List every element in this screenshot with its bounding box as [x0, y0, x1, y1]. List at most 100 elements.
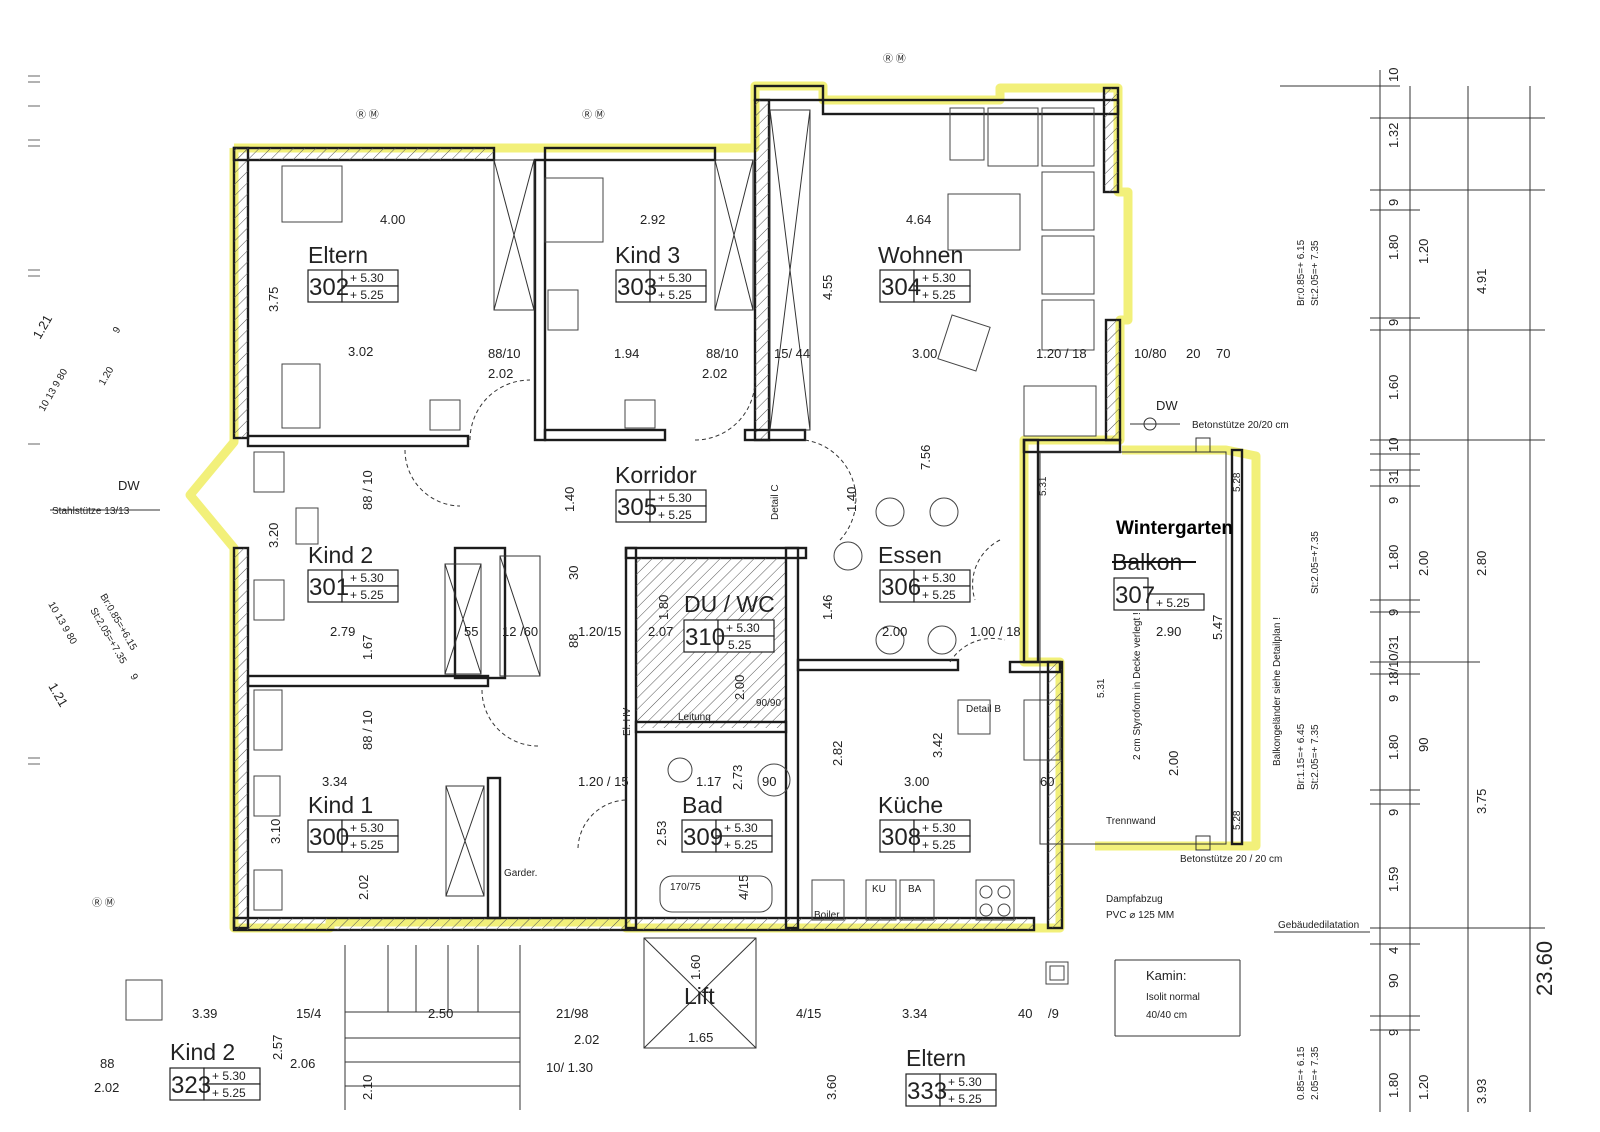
plan-label-notes-boiler: Boiler — [814, 910, 840, 921]
plan-label-rooms-r303-name: Kind 3 — [615, 242, 680, 268]
plan-label-rooms-r308-number: 308 — [881, 824, 921, 851]
plan-label-total: 23.60 — [1532, 941, 1557, 996]
plan-label-notes-ba: BA — [908, 884, 922, 895]
plan-label-rooms-r303-level_b: + 5.25 — [658, 288, 692, 302]
annotations: Br:0.85=+ 6.15 St:2.05=+ 7.35 St:2.05=+7… — [30, 53, 1360, 1100]
plan-label-notes-trenn: Trennwand — [1106, 816, 1156, 827]
plan-label-rooms-r323-number: 323 — [171, 1072, 211, 1099]
plan-label-dims-d_334: 3.34 — [322, 774, 347, 789]
plan-label-notes-kamin_1: Isolit normal — [1146, 992, 1200, 1003]
plan-label-notes-garder: Garder. — [504, 868, 537, 879]
plan-label-dims-d_200c: 2.00 — [732, 675, 747, 700]
room-301: Kind 2 301+ 5.30+ 5.25 — [307, 542, 399, 603]
plan-label-rooms-r306-level_a: + 5.30 — [922, 571, 956, 585]
plan-label-dims-d_90: 90 — [762, 774, 776, 789]
plan-label-notes-diag_a3: 1.20 — [97, 365, 116, 388]
plan-label-notes-diag_a4: 9 — [111, 325, 124, 336]
plan-label-dims-d_146: 1.46 — [820, 595, 835, 620]
plan-label-rooms-r300-level_a: + 5.30 — [350, 821, 384, 835]
plan-label-notes-ku: KU — [872, 884, 886, 895]
plan-label-notes-st4: 2.05=+ 7.35 — [1310, 1046, 1321, 1100]
plan-label-dims-d_88c: 88 — [566, 634, 581, 648]
plan-label-rooms-r323-level_b: + 5.25 — [212, 1086, 246, 1100]
plan-label-notes-st1: St:2.05=+ 7.35 — [1310, 240, 1321, 306]
plan-label-rooms-r302-name: Eltern — [308, 242, 368, 268]
plan-label-dims-d_120_15: 1.20/15 — [578, 624, 621, 639]
plan-label-dims-d_310: 3.10 — [268, 819, 283, 844]
plan-label-rooms-r333-name: Eltern — [906, 1045, 966, 1071]
plan-label-rooms-lift-name: Lift — [684, 983, 715, 1009]
plan-label-right_dims-11: 18/10/31 — [1386, 635, 1401, 686]
plan-label-right_dims-2: 9 — [1386, 199, 1401, 206]
plan-label-notes-rm: Ⓡ Ⓜ — [883, 53, 906, 65]
plan-label-rooms-r333-level_a: + 5.30 — [948, 1075, 982, 1089]
plan-label-rooms-r310-name: DU / WC — [684, 591, 775, 617]
plan-label-rooms-r304-name: Wohnen — [878, 242, 963, 268]
plan-label-dims-d_292: 2.92 — [640, 212, 665, 227]
plan-label-rooms-r309-name: Bad — [682, 792, 723, 818]
plan-label-dims-d_40: 40 — [1018, 1006, 1032, 1021]
plan-label-dims-d_8810b: 88/10 — [706, 346, 739, 361]
plan-label-dims-d_202b: 2.02 — [702, 366, 727, 381]
plan-label-dims-d_339: 3.39 — [192, 1006, 217, 1021]
lift: Lift 1.65 1.60 — [684, 955, 715, 1045]
plan-label-notes-n5_31b: 5.31 — [1096, 678, 1107, 698]
plan-label-dims-d_1544: 15/ 44 — [774, 346, 810, 361]
plan-label-rooms-r310-level_a: + 5.30 — [726, 621, 760, 635]
plan-label-notes-elhv: El. HV — [622, 707, 633, 736]
plan-label-notes-br4: 0.85=+ 6.15 — [1296, 1046, 1307, 1100]
plan-label-notes-dw2: DW — [118, 478, 140, 493]
plan-label-rooms-r323-name: Kind 2 — [170, 1039, 235, 1065]
plan-label-right_dims-19: 1.80 — [1386, 1073, 1401, 1098]
plan-label-rooms-r305-number: 305 — [617, 494, 657, 521]
plan-label-rooms-r301-level_a: + 5.30 — [350, 571, 384, 585]
plan-label-notes-diag_a1: 1.21 — [30, 312, 56, 341]
plan-label-dims-d_202e: 2.02 — [94, 1080, 119, 1095]
plan-label-right_dims2-0: 1.20 — [1416, 239, 1431, 264]
plan-label-rooms-r301-level_b: + 5.25 — [350, 588, 384, 602]
plan-label-dims-d_302: 3.02 — [348, 344, 373, 359]
plan-label-dims-d_1945: 1.94 — [614, 346, 639, 361]
plan-label-rooms-r307-name: Wintergarten — [1116, 518, 1233, 539]
dimension-rulers — [50, 70, 1545, 1112]
plan-label-dims-d_200b: 2.00 — [1166, 751, 1181, 776]
plan-label-dims-d_320: 3.20 — [266, 523, 281, 548]
doors — [404, 379, 1006, 849]
plan-label-rooms-r302-level_b: + 5.25 — [350, 288, 384, 302]
room-303: Kind 3 303+ 5.30+ 5.25 — [615, 242, 707, 303]
plan-label-dims-d_60: 60 — [1040, 774, 1054, 789]
room-300: Kind 1 300+ 5.30+ 5.25 — [307, 792, 399, 853]
plan-label-rooms-r308-level_a: + 5.30 — [922, 821, 956, 835]
margin-marks — [28, 75, 40, 765]
plan-label-notes-damp2: PVC ⌀ 125 MM — [1106, 910, 1174, 921]
plan-label-dims-d_1080: 10/80 — [1134, 346, 1167, 361]
plan-label-dims-d_206: 2.06 — [290, 1056, 315, 1071]
plan-label-dims-d_140b: 1.40 — [844, 487, 859, 512]
plan-label-notes-rm: Ⓡ Ⓜ — [356, 109, 379, 121]
room-306: Essen 306+ 5.30+ 5.25 — [878, 542, 971, 603]
plan-label-right_dims-8: 9 — [1386, 497, 1401, 504]
plan-label-right_dims-6: 10 — [1386, 438, 1401, 452]
plan-label-dims-d_756: 7.56 — [918, 445, 933, 470]
room-309: Bad 309+ 5.30+ 5.25 — [681, 792, 773, 853]
room-labels: Eltern 302+ 5.30+ 5.25 Kind 3 303+ 5.30+… — [169, 242, 1233, 1107]
plan-label-dims-d_273: 2.73 — [730, 765, 745, 790]
plan-label-notes-diag_a2: 10 13 9 80 — [37, 367, 70, 414]
plan-label-rooms-r333-number: 333 — [907, 1078, 947, 1105]
walls — [232, 84, 1244, 932]
plan-label-notes-kamin_2: 40/40 cm — [1146, 1010, 1187, 1021]
plan-label-rooms-r310-number: 310 — [685, 624, 725, 651]
plan-label-rooms-r304-number: 304 — [881, 274, 921, 301]
plan-label-dims-d_167: 1.67 — [360, 635, 375, 660]
windows — [444, 109, 811, 1049]
plan-label-rooms-r305-level_a: + 5.30 — [658, 491, 692, 505]
plan-label-right_dims3-3: 3.93 — [1474, 1079, 1489, 1104]
plan-label-right_dims-0: 10 — [1386, 68, 1401, 82]
plan-label-dims-d_154: 15/4 — [296, 1006, 321, 1021]
plan-label-dims-d_20: 20 — [1186, 346, 1200, 361]
plan-label-notes-diag_b4: 9 — [127, 672, 140, 683]
plan-label-dims-d_202d: 2.02 — [574, 1032, 599, 1047]
plan-label-dims-d_253: 2.53 — [654, 821, 669, 846]
plan-label-right_dims-4: 9 — [1386, 319, 1401, 326]
